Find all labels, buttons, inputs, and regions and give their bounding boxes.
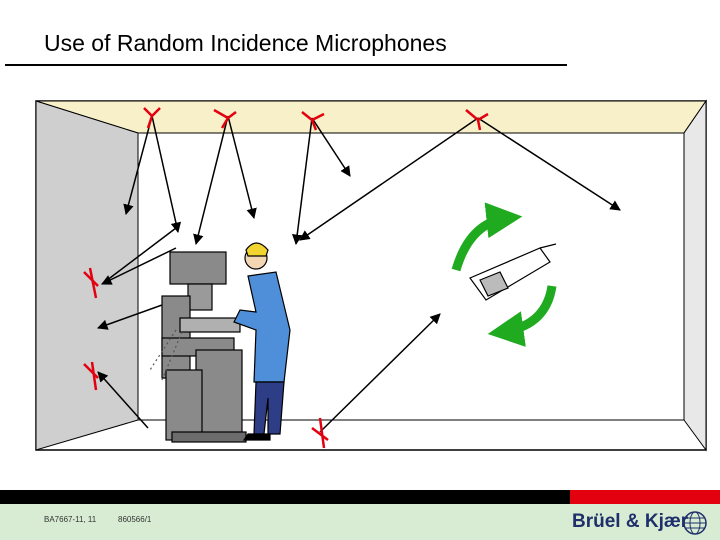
footer-code-right: 860566/1 bbox=[118, 515, 152, 524]
drilling-machine bbox=[149, 251, 247, 443]
microphone-icon bbox=[83, 107, 489, 449]
title-underline bbox=[5, 64, 567, 66]
globe-logo-icon bbox=[683, 511, 707, 535]
brand-name: Brüel & Kjær bbox=[572, 511, 689, 532]
ceiling bbox=[35, 100, 707, 134]
sound-level-meter-icon bbox=[469, 243, 557, 301]
right-wall bbox=[683, 99, 707, 452]
page-title: Use of Random Incidence Microphones bbox=[44, 30, 447, 56]
reflection-rays bbox=[97, 115, 621, 433]
rotation-arrow-icon bbox=[451, 202, 557, 347]
footer-accent-bar bbox=[570, 490, 720, 504]
room-outline bbox=[35, 100, 707, 451]
footer-code-left: BA7667-11, 11 bbox=[44, 515, 97, 524]
footer-bar bbox=[0, 490, 570, 504]
footer-band bbox=[0, 504, 720, 540]
worker bbox=[233, 242, 291, 441]
